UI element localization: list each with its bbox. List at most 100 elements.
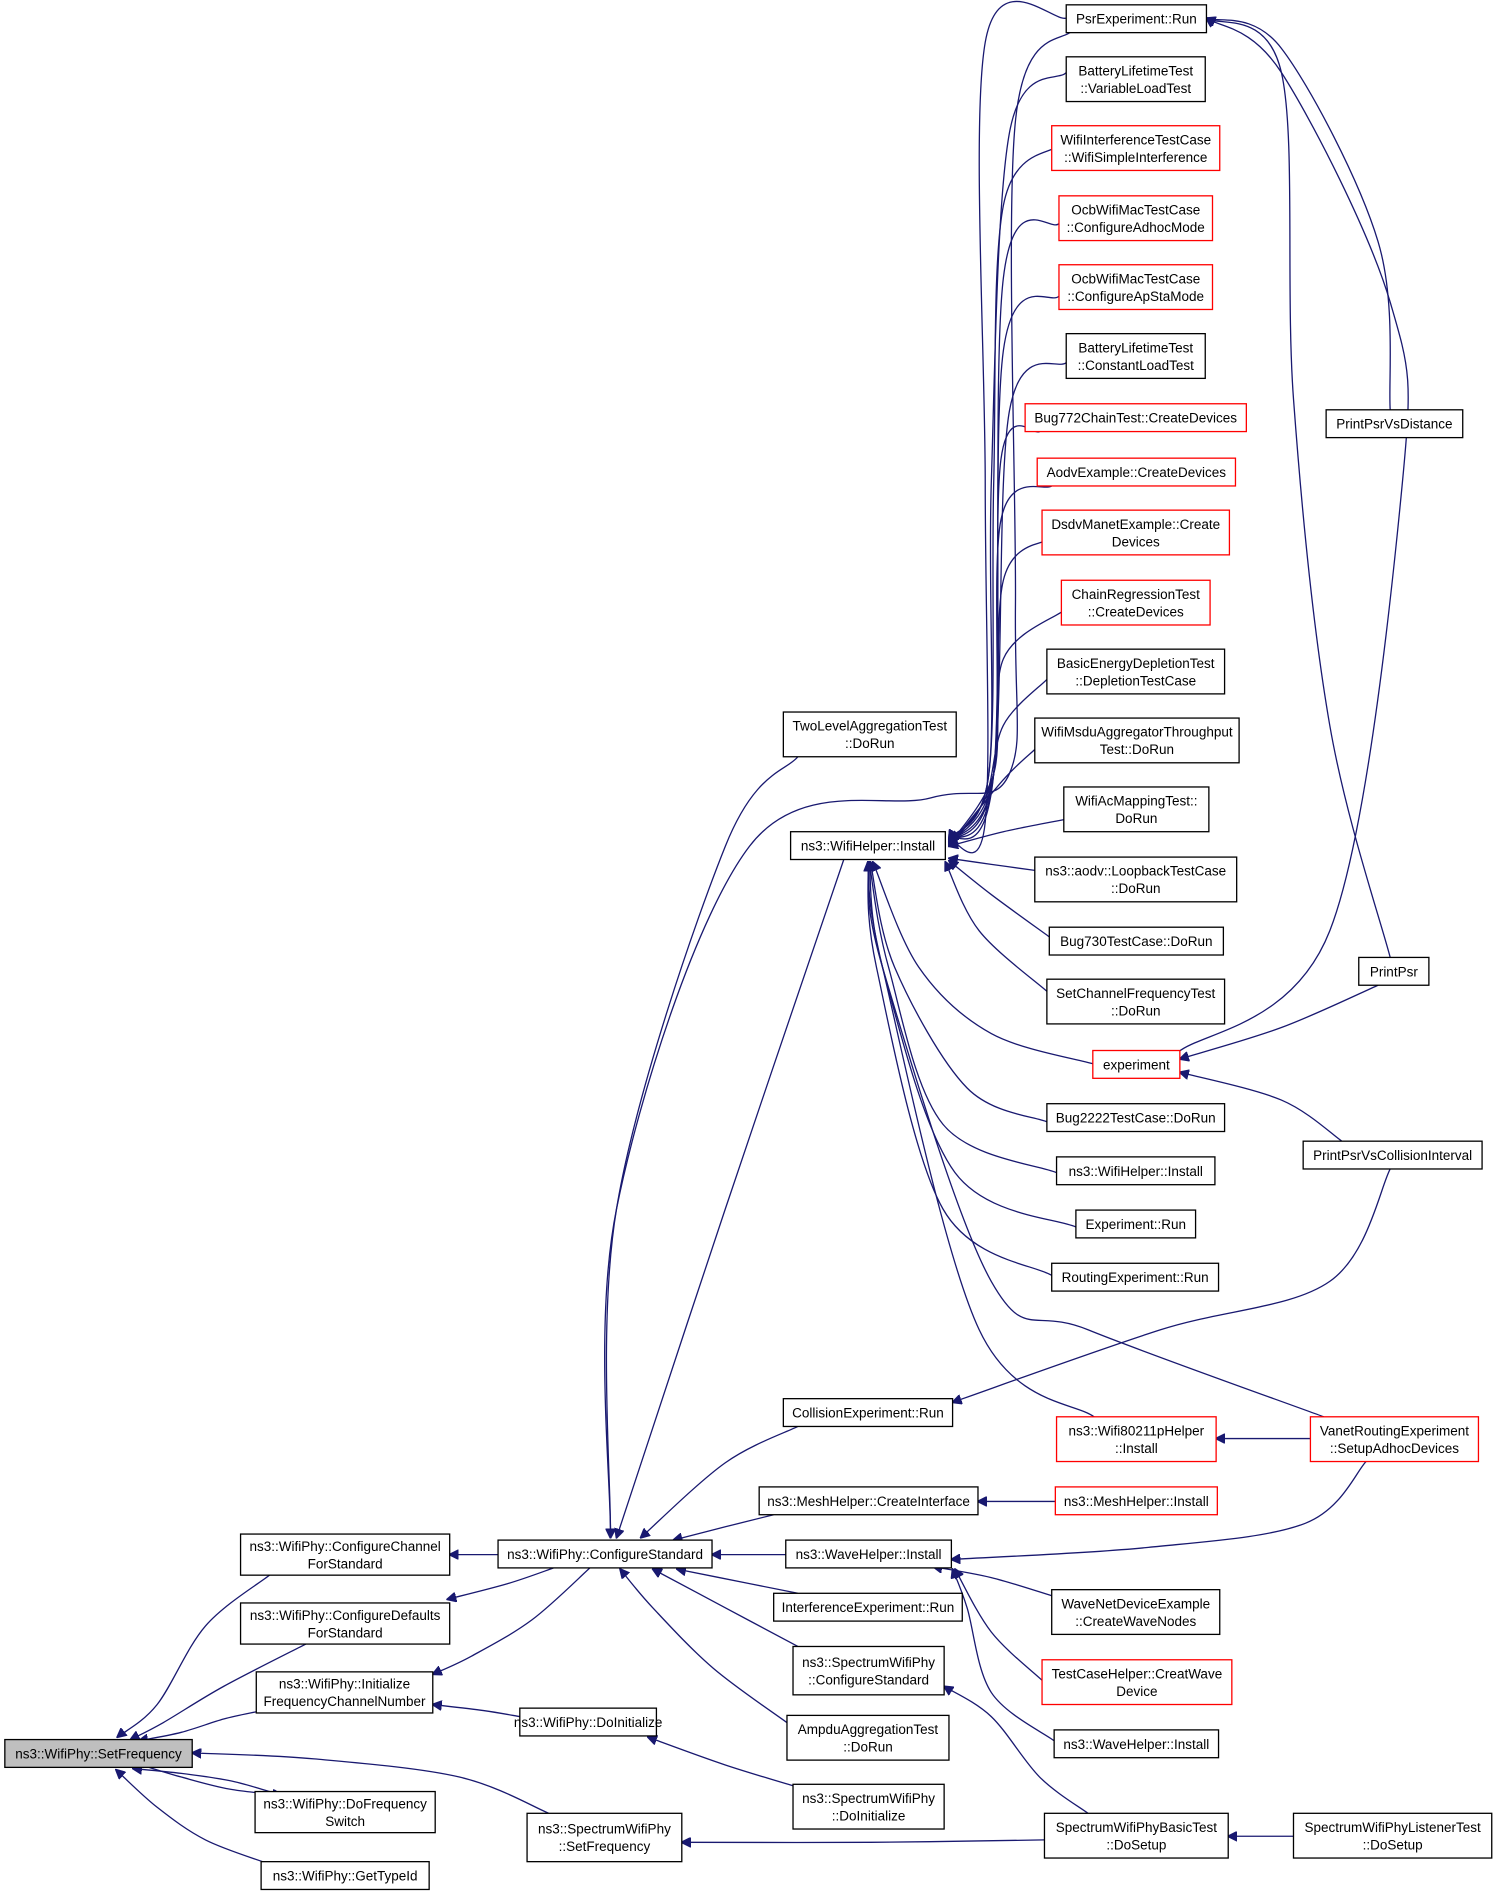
node-box-wifiinterf[interactable] <box>1051 125 1221 172</box>
node-sswp_doinit[interactable]: ns3::SpectrumWifiPhy::DoInitialize <box>792 1783 945 1830</box>
node-sswp_setfreq[interactable]: ns3::SpectrumWifiPhy::SetFrequency <box>526 1812 683 1863</box>
node-aodvex[interactable]: AodvExample::CreateDevices <box>1036 457 1237 487</box>
node-interf[interactable]: InterferenceExperiment::Run <box>773 1592 963 1622</box>
node-box-wave_install2[interactable] <box>1053 1729 1220 1759</box>
node-box-ampdu[interactable] <box>786 1714 950 1761</box>
node-chainreg[interactable]: ChainRegressionTest::CreateDevices <box>1060 579 1211 626</box>
node-ampdu[interactable]: AmpduAggregationTest::DoRun <box>786 1714 950 1761</box>
node-twolevel[interactable]: TwoLevelAggregationTest::DoRun <box>782 711 957 758</box>
node-box-ocbapsta[interactable] <box>1058 264 1214 311</box>
node-vanet[interactable]: VanetRoutingExperiment::SetupAdhocDevice… <box>1309 1416 1480 1463</box>
node-wifiinterf[interactable]: WifiInterferenceTestCase::WifiSimpleInte… <box>1051 125 1221 172</box>
node-cfgdef[interactable]: ns3::WifiPhy::ConfigureDefaultsForStanda… <box>239 1602 451 1645</box>
node-box-sswp_cfg[interactable] <box>792 1645 945 1696</box>
node-box-chainreg[interactable] <box>1060 579 1211 626</box>
node-wavenet[interactable]: WaveNetDeviceExample::CreateWaveNodes <box>1051 1589 1221 1636</box>
node-battconst[interactable]: BatteryLifetimeTest::ConstantLoadTest <box>1065 332 1206 380</box>
node-bug772[interactable]: Bug772ChainTest::CreateDevices <box>1024 403 1247 433</box>
node-box-twolevel[interactable] <box>782 711 957 758</box>
node-box-wh_install2[interactable] <box>1055 1156 1216 1186</box>
node-box-exp_run[interactable] <box>1075 1209 1197 1239</box>
node-box-sswp_setfreq[interactable] <box>526 1812 683 1863</box>
node-box-ocbadhoc[interactable] <box>1058 195 1214 242</box>
node-box-cfgstd[interactable] <box>497 1539 713 1569</box>
node-box-initfreq[interactable] <box>255 1671 434 1714</box>
node-box-aodvloop[interactable] <box>1034 856 1238 903</box>
node-box-cfgchan[interactable] <box>239 1533 451 1576</box>
node-box-ppvd[interactable] <box>1325 409 1464 439</box>
node-box-collision[interactable] <box>782 1398 954 1428</box>
node-setfreq[interactable]: ns3::WifiPhy::SetFrequency <box>4 1738 193 1769</box>
node-box-setfreq[interactable] <box>4 1738 193 1769</box>
node-ppvd[interactable]: PrintPsrVsDistance <box>1325 409 1464 439</box>
node-sswp_cfg[interactable]: ns3::SpectrumWifiPhy::ConfigureStandard <box>792 1645 945 1696</box>
node-box-wh_install[interactable] <box>789 831 946 861</box>
node-box-routing[interactable] <box>1051 1262 1220 1292</box>
node-box-doinit[interactable] <box>519 1707 658 1737</box>
node-w80211p[interactable]: ns3::Wifi80211pHelper::Install <box>1055 1416 1217 1463</box>
node-box-w80211p[interactable] <box>1055 1416 1217 1463</box>
node-bug730[interactable]: Bug730TestCase::DoRun <box>1048 926 1225 956</box>
node-box-sswp_doinit[interactable] <box>792 1783 945 1830</box>
node-box-sswp_listener[interactable] <box>1292 1812 1493 1859</box>
node-wave_install2[interactable]: ns3::WaveHelper::Install <box>1053 1729 1220 1759</box>
node-box-acmap[interactable] <box>1063 786 1210 833</box>
node-box-testcase[interactable] <box>1041 1659 1233 1706</box>
node-box-experiment[interactable] <box>1092 1049 1181 1079</box>
node-wh_install[interactable]: ns3::WifiHelper::Install <box>789 831 946 861</box>
node-experiment[interactable]: experiment <box>1092 1049 1181 1079</box>
node-ocbadhoc[interactable]: OcbWifiMacTestCase::ConfigureAdhocMode <box>1058 195 1214 242</box>
node-box-basicenergy[interactable] <box>1046 648 1226 695</box>
node-box-aodvex[interactable] <box>1036 457 1237 487</box>
node-doinit[interactable]: ns3::WifiPhy::DoInitialize <box>514 1707 663 1737</box>
node-wh_install2[interactable]: ns3::WifiHelper::Install <box>1055 1156 1216 1186</box>
node-printpsr[interactable]: PrintPsr <box>1358 956 1430 986</box>
node-box-battconst[interactable] <box>1065 332 1206 380</box>
node-acmap[interactable]: WifiAcMappingTest::DoRun <box>1063 786 1210 833</box>
node-box-mesh_install[interactable] <box>1054 1486 1218 1516</box>
node-battvar[interactable]: BatteryLifetimeTest::VariableLoadTest <box>1065 56 1206 103</box>
node-box-typeid[interactable] <box>260 1861 430 1891</box>
node-cfgstd[interactable]: ns3::WifiPhy::ConfigureStandard <box>497 1539 713 1569</box>
node-box-mesh_ci[interactable] <box>758 1486 979 1516</box>
node-basicenergy[interactable]: BasicEnergyDepletionTest::DepletionTestC… <box>1046 648 1226 695</box>
node-cfgchan[interactable]: ns3::WifiPhy::ConfigureChannelForStandar… <box>239 1533 451 1576</box>
node-box-setchanfreq[interactable] <box>1046 978 1226 1025</box>
node-box-wavenet[interactable] <box>1051 1589 1221 1636</box>
node-box-cfgdef[interactable] <box>239 1602 451 1645</box>
node-box-interf[interactable] <box>773 1592 963 1622</box>
node-box-bug730[interactable] <box>1048 926 1225 956</box>
node-box-sswp_basic[interactable] <box>1043 1812 1229 1859</box>
node-ocbapsta[interactable]: OcbWifiMacTestCase::ConfigureApStaMode <box>1058 264 1214 311</box>
node-mesh_install[interactable]: ns3::MeshHelper::Install <box>1054 1486 1218 1516</box>
node-box-bug772[interactable] <box>1024 403 1247 433</box>
node-aodvloop[interactable]: ns3::aodv::LoopbackTestCase::DoRun <box>1034 856 1238 903</box>
node-box-battvar[interactable] <box>1065 56 1206 103</box>
node-collision[interactable]: CollisionExperiment::Run <box>782 1398 954 1428</box>
node-bug2222[interactable]: Bug2222TestCase::DoRun <box>1046 1103 1226 1133</box>
node-sswp_listener[interactable]: SpectrumWifiPhyListenerTest::DoSetup <box>1292 1812 1493 1859</box>
node-box-dsdv[interactable] <box>1041 509 1231 556</box>
node-box-ppvci[interactable] <box>1302 1140 1483 1170</box>
node-psr_run[interactable]: PsrExperiment::Run <box>1065 4 1208 34</box>
node-wave_install[interactable]: ns3::WaveHelper::Install <box>785 1539 953 1569</box>
node-box-vanet[interactable] <box>1309 1416 1480 1463</box>
node-mesh_ci[interactable]: ns3::MeshHelper::CreateInterface <box>758 1486 979 1516</box>
node-exp_run[interactable]: Experiment::Run <box>1075 1209 1197 1239</box>
node-box-dofreq[interactable] <box>254 1790 436 1834</box>
node-ppvci[interactable]: PrintPsrVsCollisionInterval <box>1302 1140 1483 1170</box>
node-box-msdu[interactable] <box>1034 717 1240 764</box>
node-box-wave_install[interactable] <box>785 1539 953 1569</box>
node-sswp_basic[interactable]: SpectrumWifiPhyBasicTest::DoSetup <box>1043 1812 1229 1859</box>
node-initfreq[interactable]: ns3::WifiPhy::InitializeFrequencyChannel… <box>255 1671 434 1714</box>
node-box-psr_run[interactable] <box>1065 4 1208 34</box>
node-typeid[interactable]: ns3::WifiPhy::GetTypeId <box>260 1861 430 1891</box>
node-box-bug2222[interactable] <box>1046 1103 1226 1133</box>
node-routing[interactable]: RoutingExperiment::Run <box>1051 1262 1220 1292</box>
node-box-printpsr[interactable] <box>1358 956 1430 986</box>
node-dsdv[interactable]: DsdvManetExample::CreateDevices <box>1041 509 1231 556</box>
node-setchanfreq[interactable]: SetChannelFrequencyTest::DoRun <box>1046 978 1226 1025</box>
